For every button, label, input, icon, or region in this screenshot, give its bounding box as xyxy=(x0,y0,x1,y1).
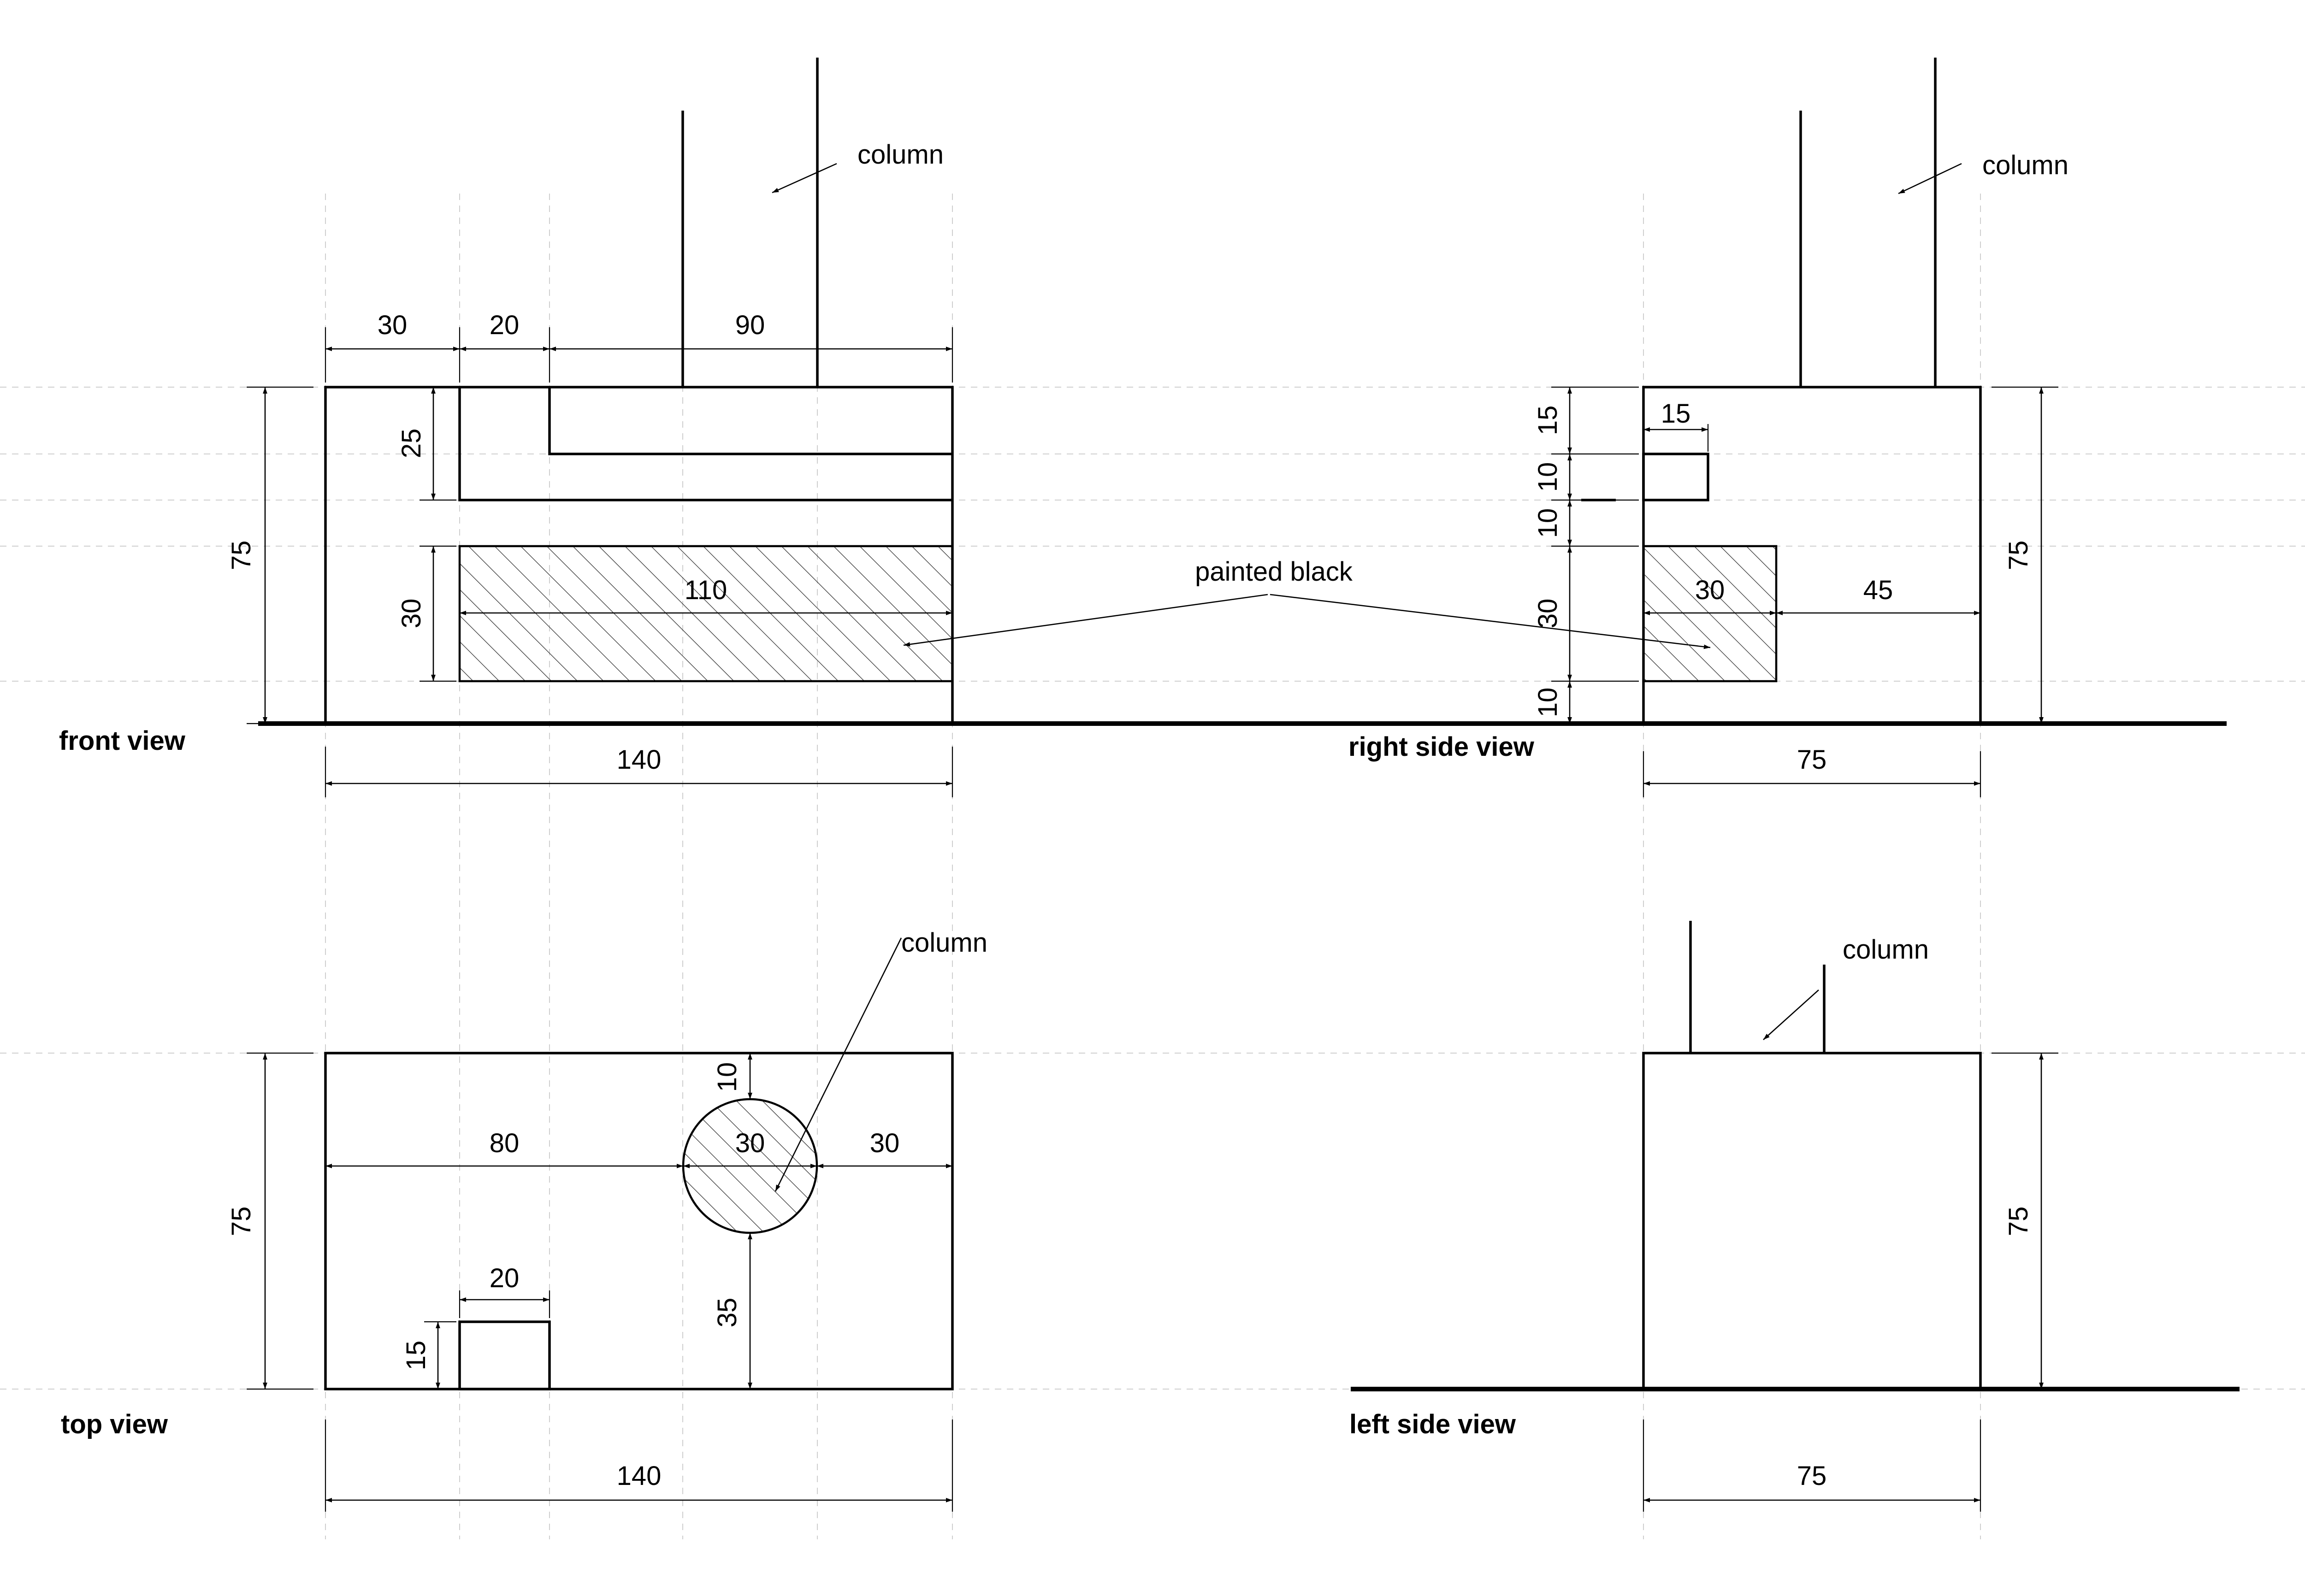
top-dim-75: 75 xyxy=(226,1207,256,1237)
left-body xyxy=(1642,1052,1982,1390)
left-side-view: 75 75 column left side view xyxy=(1349,921,2240,1512)
front-view-label: front view xyxy=(59,726,186,756)
right-dim-75v: 75 xyxy=(2004,541,2033,571)
top-body xyxy=(324,1052,954,1390)
top-dim-15: 15 xyxy=(401,1341,431,1371)
painted-black-leader-side xyxy=(1270,594,1711,649)
right-dim-30h: 30 xyxy=(1695,575,1725,605)
top-dim-20: 20 xyxy=(490,1263,520,1293)
right-column-label: column xyxy=(1982,150,2069,180)
top-dim-80: 80 xyxy=(490,1128,520,1158)
left-dim-75h: 75 xyxy=(1797,1461,1827,1491)
right-dim-10b: 10 xyxy=(1533,508,1563,538)
front-slot-outline xyxy=(458,387,952,501)
right-dim-10c: 10 xyxy=(1533,688,1563,718)
top-view: 75 80 30 30 10 35 20 15 140 column top v… xyxy=(61,928,987,1512)
left-view-label: left side view xyxy=(1349,1409,1516,1439)
painted-black-leader-front xyxy=(903,594,1268,647)
right-dim-30v: 30 xyxy=(1533,599,1563,629)
top-dim-30b: 30 xyxy=(870,1128,900,1158)
front-dim-30: 30 xyxy=(378,310,408,340)
right-dim-75h: 75 xyxy=(1797,745,1827,775)
front-dim-25: 25 xyxy=(396,429,426,459)
left-column-leader xyxy=(1763,989,1819,1040)
top-dim-30a: 30 xyxy=(735,1128,765,1158)
right-column-leader xyxy=(1898,163,1962,194)
right-dim-45: 45 xyxy=(1863,575,1893,605)
right-dim-15v: 15 xyxy=(1533,406,1563,436)
top-small-block xyxy=(458,1320,551,1390)
front-dim-110: 110 xyxy=(685,575,727,605)
front-column-leader xyxy=(772,163,837,194)
front-dim-30v: 30 xyxy=(396,599,426,629)
right-dim-15h: 15 xyxy=(1661,399,1691,429)
painted-black-label: painted black xyxy=(1195,557,1353,587)
right-notch xyxy=(1642,453,1709,501)
front-dim-75: 75 xyxy=(226,541,256,571)
front-dim-90: 90 xyxy=(735,310,765,340)
front-column-label: column xyxy=(857,140,944,170)
top-column-label: column xyxy=(901,928,987,958)
right-side-view: 15 10 10 30 10 15 30 45 75 75 column rig… xyxy=(1348,58,2069,797)
left-column-label: column xyxy=(1843,935,1929,965)
right-painted-area xyxy=(1642,545,1778,683)
construction-guides xyxy=(0,194,2305,1539)
top-dim-140: 140 xyxy=(617,1461,662,1491)
painted-black-note: painted black xyxy=(903,557,1711,649)
left-dim-75v: 75 xyxy=(2004,1207,2033,1237)
top-dim-10: 10 xyxy=(712,1062,742,1092)
top-dim-35: 35 xyxy=(712,1298,742,1328)
front-dim-20: 20 xyxy=(490,310,520,340)
top-column-leader xyxy=(774,937,902,1192)
right-view-label: right side view xyxy=(1348,732,1535,762)
front-view: 30 20 90 75 25 30 110 140 column front v… xyxy=(59,58,2227,797)
front-dim-140: 140 xyxy=(617,745,662,775)
top-view-label: top view xyxy=(61,1409,168,1439)
right-dim-10a: 10 xyxy=(1533,462,1563,492)
front-painted-area xyxy=(458,545,954,683)
